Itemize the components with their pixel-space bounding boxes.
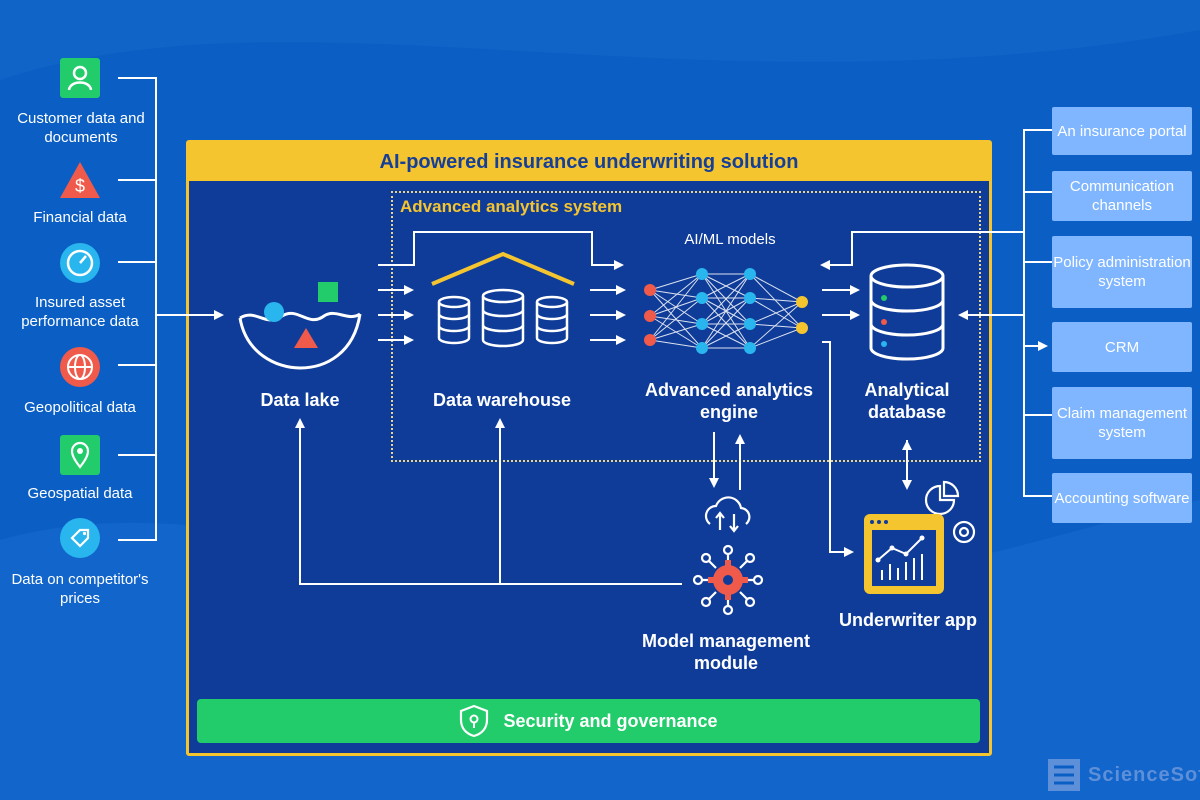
source-label-competitor: Data on competitor's prices [11,571,149,607]
target-insurance-portal: An insurance portal [1052,107,1192,155]
neural-network-icon [644,268,808,354]
target-claim-management: Claim management system [1052,387,1192,459]
underwriter-app-label: Underwriter app [838,610,978,630]
data-lake-label: Data lake [260,390,340,410]
data-warehouse-icon [431,251,575,348]
solution-panel: AI-powered insurance underwriting soluti… [186,140,992,756]
dollar-icon: $ [58,160,102,200]
logo-text: ScienceSoft [1088,763,1200,786]
user-icon [60,58,100,98]
svg-text:$: $ [75,176,85,196]
analytics-system-title: Advanced analytics system [400,197,623,216]
analytical-db-label: Analytical database [864,380,950,422]
location-pin-icon [60,435,100,475]
security-governance-bar: Security and governance [197,699,980,743]
source-label-geospatial: Geospatial data [27,485,133,502]
data-lake-icon [238,282,362,370]
sciencesoft-logo-icon [1048,759,1080,791]
model-management-icon [692,496,764,616]
globe-icon [60,347,100,387]
sciencesoft-logo: ScienceSoft [1046,757,1200,793]
security-label: Security and governance [503,710,718,731]
target-crm: CRM [1052,322,1192,372]
source-label-customer: Customer data and documents [17,110,145,146]
price-tag-icon [60,518,100,558]
model-management-label: Model management module [641,631,811,673]
ai-ml-models-label: AI/ML models [684,231,776,248]
analytics-system-box [391,191,981,462]
analytics-engine-label: Advanced analytics engine [644,380,814,422]
target-accounting-software: Accounting software [1052,473,1192,523]
source-label-asset: Insured asset performance data [21,294,139,330]
database-icon [869,263,945,361]
solution-title: AI-powered insurance underwriting soluti… [189,143,989,181]
target-communication-channels: Communication channels [1052,171,1192,221]
source-label-financial: Financial data [33,209,127,226]
target-policy-administration: Policy administration system [1052,236,1192,308]
underwriter-app-icon [864,480,976,594]
data-warehouse-label: Data warehouse [432,390,572,410]
source-label-geopolitical: Geopolitical data [24,399,136,416]
gauge-icon [60,243,100,283]
shield-icon [460,704,489,738]
